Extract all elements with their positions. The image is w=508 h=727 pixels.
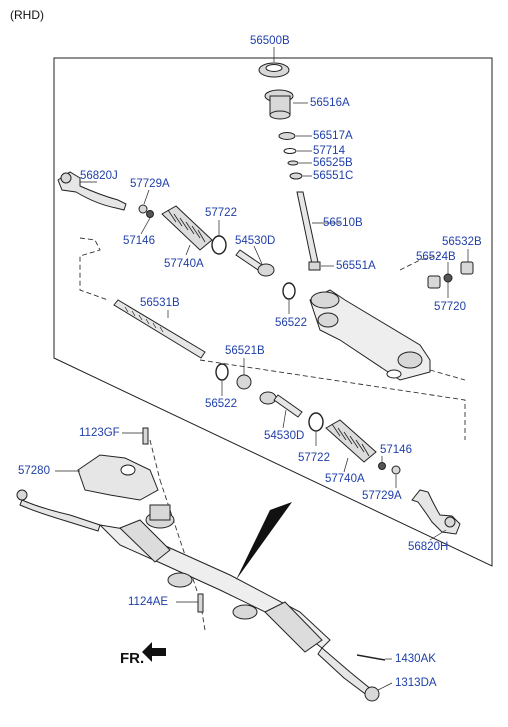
pinion-shaft xyxy=(296,191,319,265)
part-label-57729A-mid[interactable]: 57729A xyxy=(362,490,402,502)
yoke-plug-56532B xyxy=(460,261,474,275)
pinion-bearing xyxy=(264,89,294,120)
part-label-57729A-top[interactable]: 57729A xyxy=(130,178,170,190)
part-label-57720[interactable]: 57720 xyxy=(434,301,466,313)
part-label-57740A-top[interactable]: 57740A xyxy=(164,258,204,270)
part-label-56522-mid[interactable]: 56522 xyxy=(205,398,237,410)
bolt-1124AE xyxy=(197,593,204,613)
inner-tie-rod-mid xyxy=(259,391,303,418)
bush-56521B xyxy=(236,374,252,390)
part-label-1313DA[interactable]: 1313DA xyxy=(395,677,437,689)
part-label-57146-top[interactable]: 57146 xyxy=(123,235,155,247)
nut-56551C xyxy=(289,172,303,180)
clamp-57722-mid xyxy=(308,412,324,432)
part-label-57146-mid[interactable]: 57146 xyxy=(380,444,412,456)
part-label-56516A[interactable]: 56516A xyxy=(310,97,350,109)
part-label-57722-mid[interactable]: 57722 xyxy=(298,452,330,464)
ring-57714 xyxy=(283,148,297,154)
part-label-1430AK[interactable]: 1430AK xyxy=(395,653,436,665)
nut-57729A-mid xyxy=(391,465,401,475)
cotter-pin-1430AK xyxy=(356,654,386,661)
part-label-57722-top[interactable]: 57722 xyxy=(205,207,237,219)
part-label-54530D-mid[interactable]: 54530D xyxy=(264,430,305,442)
ring-56522-top xyxy=(282,282,296,300)
part-label-56531B[interactable]: 56531B xyxy=(140,297,180,309)
part-label-56522-top[interactable]: 56522 xyxy=(275,317,307,329)
part-label-56525B[interactable]: 56525B xyxy=(313,157,353,169)
front-arrow-icon xyxy=(142,642,166,662)
rack-bar xyxy=(113,299,206,359)
front-direction-label: FR. xyxy=(120,650,145,667)
bellows-top xyxy=(161,205,213,251)
part-label-56524B[interactable]: 56524B xyxy=(416,251,456,263)
leader-lines xyxy=(55,47,469,691)
bolt-1123GF xyxy=(142,427,149,445)
gear-housing xyxy=(309,289,431,381)
part-label-56551A[interactable]: 56551A xyxy=(336,260,376,272)
view-pointer xyxy=(236,502,292,580)
mounting-bracket xyxy=(77,454,159,501)
part-label-57714[interactable]: 57714 xyxy=(313,145,345,157)
assembly-tie-rod-right xyxy=(317,647,380,702)
part-label-56500B[interactable]: 56500B xyxy=(250,35,290,47)
seal-56517A xyxy=(278,132,296,140)
part-label-57280[interactable]: 57280 xyxy=(18,465,50,477)
part-label-56551C[interactable]: 56551C xyxy=(313,170,354,182)
clamp-57722-top xyxy=(211,235,227,255)
part-label-1123GF[interactable]: 1123GF xyxy=(79,427,120,439)
part-label-1124AE[interactable]: 1124AE xyxy=(128,596,169,608)
variant-label: (RHD) xyxy=(10,8,44,22)
clip-57146 xyxy=(146,210,154,218)
part-label-54530D-top[interactable]: 54530D xyxy=(235,235,276,247)
part-label-56521B[interactable]: 56521B xyxy=(225,345,265,357)
ring-56522-mid xyxy=(215,363,229,381)
part-label-56517A[interactable]: 56517A xyxy=(313,130,353,142)
part-label-57740A-mid[interactable]: 57740A xyxy=(325,473,365,485)
yoke-56524B xyxy=(427,275,441,289)
exploded-view-frame xyxy=(53,57,493,567)
tie-rod-end-right xyxy=(411,489,461,535)
gear-cover xyxy=(258,62,290,78)
nut-57720 xyxy=(443,273,453,283)
nut-57729A xyxy=(138,204,148,214)
clip-57146-mid xyxy=(378,462,386,470)
assembly-rack-housing xyxy=(98,504,331,653)
tie-rod-end-left xyxy=(57,171,127,211)
inner-tie-rod-top xyxy=(235,249,275,277)
nut-56551A xyxy=(308,261,321,271)
part-label-56510B[interactable]: 56510B xyxy=(323,217,363,229)
assembly-tie-rod-left xyxy=(16,489,101,532)
part-label-56532B[interactable]: 56532B xyxy=(442,236,482,248)
washer-56525B xyxy=(287,160,299,166)
part-label-56820J[interactable]: 56820J xyxy=(80,170,118,182)
bellows-mid xyxy=(325,419,377,463)
part-label-56820H[interactable]: 56820H xyxy=(408,541,449,553)
